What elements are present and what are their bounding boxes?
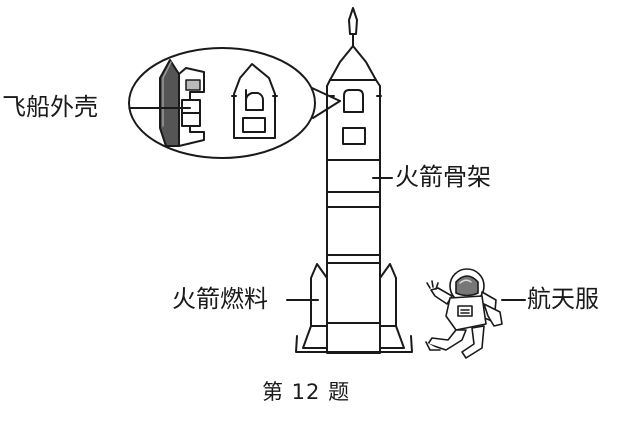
booster-right-skirt <box>379 325 405 349</box>
rocket-fairing <box>329 45 377 81</box>
figure-caption: 第 12 题 <box>262 380 351 404</box>
capsule-window <box>343 89 364 113</box>
rocket <box>295 7 413 354</box>
shell-inset <box>128 47 341 159</box>
booster-left <box>310 263 328 327</box>
label-spacesuit: 航天服 <box>527 285 599 313</box>
rocket-capsule-section <box>326 79 381 161</box>
capsule-hatch <box>342 127 366 145</box>
booster-right <box>379 263 397 327</box>
astronaut <box>425 268 503 359</box>
shell-cutaway-shape <box>159 59 205 147</box>
label-spacecraft-shell: 飞船外壳 <box>2 93 98 121</box>
rocket-antenna <box>348 7 358 35</box>
booster-left-skirt <box>302 325 328 349</box>
rocket-lower-body <box>326 254 381 354</box>
label-rocket-fuel: 火箭燃料 <box>172 285 268 313</box>
callout-ellipse <box>128 47 316 159</box>
shell-intact-shape <box>231 63 278 139</box>
label-rocket-frame: 火箭骨架 <box>395 163 491 191</box>
rocket-base <box>295 335 413 353</box>
